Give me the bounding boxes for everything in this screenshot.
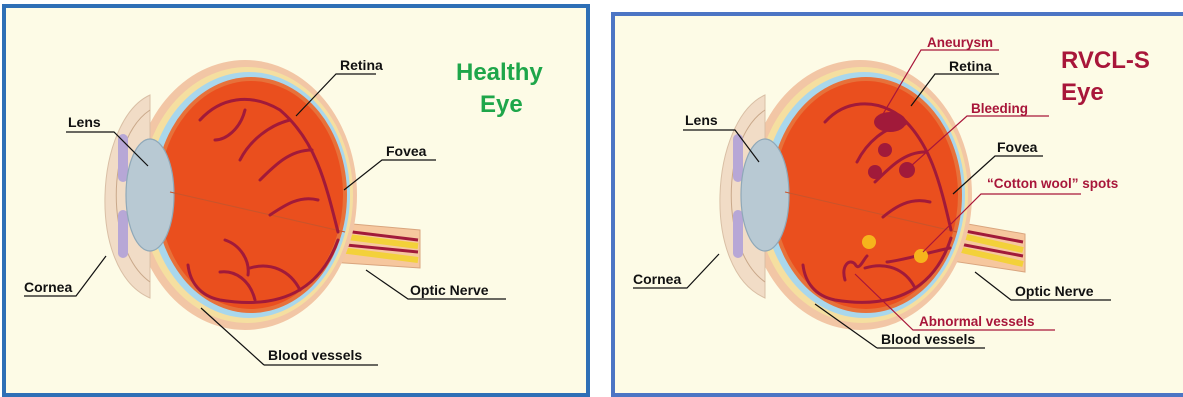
healthy-eye-diagram: Healthy Eye Retina Lens Fovea Cornea Opt…: [6, 8, 586, 393]
label-cornea: Cornea: [24, 279, 72, 295]
rvcl-eye-panel: RVCL-S Eye Aneurysm Retina Bleeding Lens…: [611, 12, 1183, 397]
bleeding-spot: [868, 165, 882, 179]
label-blood-vessels: Blood vessels: [268, 347, 362, 363]
label-optic-nerve: Optic Nerve: [1015, 283, 1094, 299]
label-lens: Lens: [685, 112, 718, 128]
label-blood-vessels: Blood vessels: [881, 331, 975, 347]
rvcl-title-line2: Eye: [1061, 79, 1104, 106]
label-abnormal-vessels: Abnormal vessels: [919, 314, 1035, 329]
label-retina: Retina: [949, 58, 992, 74]
aneurysm-lesion: [874, 112, 906, 132]
label-optic-nerve: Optic Nerve: [410, 282, 489, 298]
bleeding-spot: [878, 143, 892, 157]
label-bleeding: Bleeding: [971, 101, 1028, 116]
healthy-title-line2: Eye: [480, 91, 523, 118]
label-lens: Lens: [68, 114, 101, 130]
rvcl-title-line1: RVCL-S: [1061, 47, 1150, 74]
label-cornea: Cornea: [633, 271, 681, 287]
cotton-wool-spot: [862, 235, 876, 249]
rvcl-eye-diagram: RVCL-S Eye Aneurysm Retina Bleeding Lens…: [615, 16, 1183, 393]
label-fovea: Fovea: [997, 139, 1038, 155]
label-retina: Retina: [340, 57, 383, 73]
cotton-wool-spot: [914, 249, 928, 263]
healthy-eye-panel: Healthy Eye Retina Lens Fovea Cornea Opt…: [2, 4, 590, 397]
label-cotton-wool-spots: “Cotton wool” spots: [987, 176, 1118, 191]
label-aneurysm: Aneurysm: [927, 35, 993, 50]
label-fovea: Fovea: [386, 143, 427, 159]
healthy-title-line1: Healthy: [456, 59, 543, 86]
eyeball-illustration: [105, 60, 420, 330]
